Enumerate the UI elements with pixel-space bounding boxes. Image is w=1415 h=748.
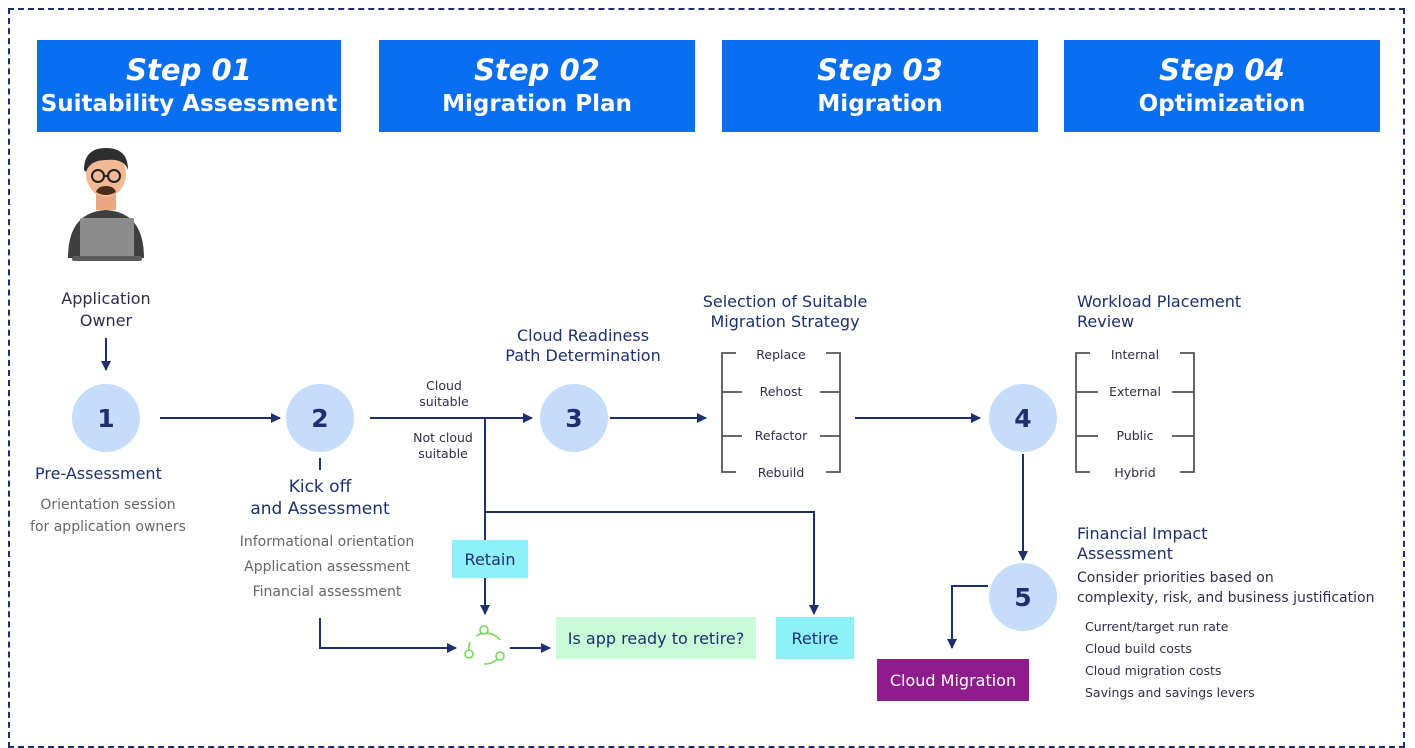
strategy-option-replace: Replace — [756, 347, 806, 362]
not-cloud-suitable-line2: suitable — [418, 446, 468, 461]
strategy-title: Selection of Suitable Migration Strategy — [680, 292, 890, 332]
financial-title-line2: Assessment — [1077, 544, 1173, 563]
placement-bracket — [1075, 352, 1195, 473]
financial-items: Current/target run rate Cloud build cost… — [1085, 616, 1255, 704]
kickoff-items: Informational orientation Application as… — [218, 530, 436, 605]
arrow-2-to-cycle — [319, 618, 457, 653]
cloud-suitable-line2: suitable — [419, 394, 469, 409]
pre-assessment-title: Pre-Assessment — [35, 464, 162, 483]
step-name: Optimization — [1138, 91, 1306, 117]
step-number: Step 01 — [126, 53, 252, 87]
step-name: Suitability Assessment — [40, 91, 338, 117]
kickoff-item: Financial assessment — [252, 584, 402, 600]
arrow-5-to-cloud-migration — [947, 585, 988, 649]
cloud-suitable-line1: Cloud — [426, 378, 462, 393]
financial-item: Savings and savings levers — [1085, 685, 1255, 700]
node-2: 2 — [286, 384, 354, 452]
financial-desc-line1: Consider priorities based on — [1077, 570, 1274, 586]
kickoff-title-line1: Kick off — [288, 477, 352, 497]
retire-box: Retire — [776, 617, 854, 659]
financial-desc: Consider priorities based on complexity,… — [1077, 568, 1374, 608]
placement-option-hybrid: Hybrid — [1114, 465, 1156, 480]
owner-label-line1: Application — [61, 289, 151, 308]
node-3: 3 — [540, 384, 608, 452]
strategy-title-line1: Selection of Suitable — [702, 292, 868, 311]
placement-title-line2: Review — [1077, 312, 1135, 331]
node-1: 1 — [72, 384, 140, 452]
strategy-title-line2: Migration Strategy — [710, 312, 860, 331]
step-01-header: Step 01 Suitability Assessment — [37, 40, 341, 132]
node-5: 5 — [989, 563, 1057, 631]
step-number: Step 03 — [817, 53, 943, 87]
financial-item: Cloud migration costs — [1085, 663, 1222, 678]
node-4: 4 — [989, 384, 1057, 452]
strategy-option-rehost: Rehost — [759, 384, 803, 399]
step-name: Migration — [817, 91, 943, 117]
arrow-to-retire — [485, 511, 819, 615]
step-name: Migration Plan — [442, 91, 632, 117]
financial-desc-line2: complexity, risk, and business justifica… — [1077, 590, 1375, 606]
financial-title: Financial Impact Assessment — [1077, 524, 1207, 564]
cloud-suitable-label: Cloud suitable — [412, 378, 476, 410]
pre-assessment-desc: Orientation session for application owne… — [10, 494, 206, 538]
cloud-migration-box: Cloud Migration — [877, 659, 1029, 701]
financial-title-line1: Financial Impact — [1077, 524, 1208, 543]
step-02-header: Step 02 Migration Plan — [379, 40, 695, 132]
retire-question-box: Is app ready to retire? — [556, 617, 756, 659]
owner-label: Application Owner — [46, 288, 166, 332]
strategy-option-rebuild: Rebuild — [757, 465, 805, 480]
step-03-header: Step 03 Migration — [722, 40, 1038, 132]
step-number: Step 02 — [474, 53, 600, 87]
strategy-bracket — [721, 352, 841, 473]
not-cloud-suitable-line1: Not cloud — [413, 430, 473, 445]
connector-lines — [68, 148, 1195, 665]
placement-title-line1: Workload Placement — [1077, 292, 1242, 311]
financial-item: Current/target run rate — [1085, 619, 1229, 634]
strategy-option-refactor: Refactor — [754, 428, 808, 443]
kickoff-title: Kick off and Assessment — [230, 476, 410, 520]
placement-option-external: External — [1109, 384, 1161, 399]
retain-box: Retain — [452, 540, 528, 578]
financial-item: Cloud build costs — [1085, 641, 1192, 656]
kickoff-title-line2: and Assessment — [250, 499, 390, 519]
readiness-title-line2: Path Determination — [505, 346, 661, 365]
kickoff-item: Application assessment — [244, 559, 410, 575]
placement-option-internal: Internal — [1110, 347, 1160, 362]
owner-label-line2: Owner — [79, 311, 133, 330]
step-number: Step 04 — [1159, 53, 1285, 87]
pre-assessment-desc-line1: Orientation session — [40, 497, 176, 513]
kickoff-item: Informational orientation — [239, 534, 415, 550]
not-cloud-suitable-label: Not cloud suitable — [404, 430, 482, 462]
readiness-title: Cloud Readiness Path Determination — [498, 326, 668, 366]
cycle-icon — [464, 625, 505, 665]
step-04-header: Step 04 Optimization — [1064, 40, 1380, 132]
placement-option-public: Public — [1116, 428, 1154, 443]
readiness-title-line1: Cloud Readiness — [516, 326, 650, 345]
person-laptop-icon — [68, 148, 144, 261]
pre-assessment-desc-line2: for application owners — [30, 519, 186, 535]
placement-title: Workload Placement Review — [1077, 292, 1287, 332]
